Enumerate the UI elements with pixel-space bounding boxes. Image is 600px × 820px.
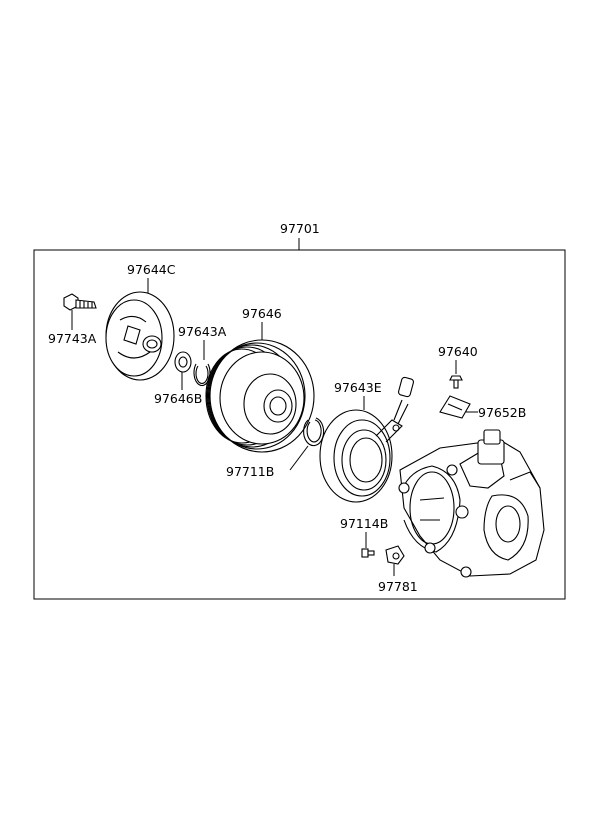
label-97114b: 97114B [340, 516, 388, 531]
label-97781: 97781 [378, 579, 418, 594]
assembly-frame [33, 249, 566, 600]
leader-97711b [289, 445, 309, 471]
snap-ring-97711b-drawing [303, 417, 325, 447]
label-97646: 97646 [242, 306, 282, 321]
shim-97646b-drawing [174, 351, 192, 373]
bolt-97743a-drawing [63, 293, 97, 311]
label-97640: 97640 [438, 344, 478, 359]
bracket-97652b-drawing [439, 395, 471, 419]
screw-97114b-drawing [361, 548, 375, 558]
label-97652b: 97652B [478, 405, 526, 420]
clip-97781-drawing [385, 545, 405, 565]
bolt-97640-drawing [449, 375, 463, 389]
label-97643a: 97643A [178, 324, 227, 339]
label-97646b: 97646B [154, 391, 202, 406]
hub-97644c-drawing [105, 291, 175, 381]
compressor-body-drawing [398, 429, 545, 578]
snap-ring-97643a-drawing [193, 363, 211, 387]
pulley-97646-drawing [205, 339, 315, 453]
label-assembly: 97701 [280, 221, 320, 236]
label-97644c: 97644C [127, 262, 176, 277]
label-97711b: 97711B [226, 464, 274, 479]
label-97643e: 97643E [334, 380, 382, 395]
field-coil-97643e-drawing [319, 376, 415, 503]
label-97743a: 97743A [48, 331, 97, 346]
